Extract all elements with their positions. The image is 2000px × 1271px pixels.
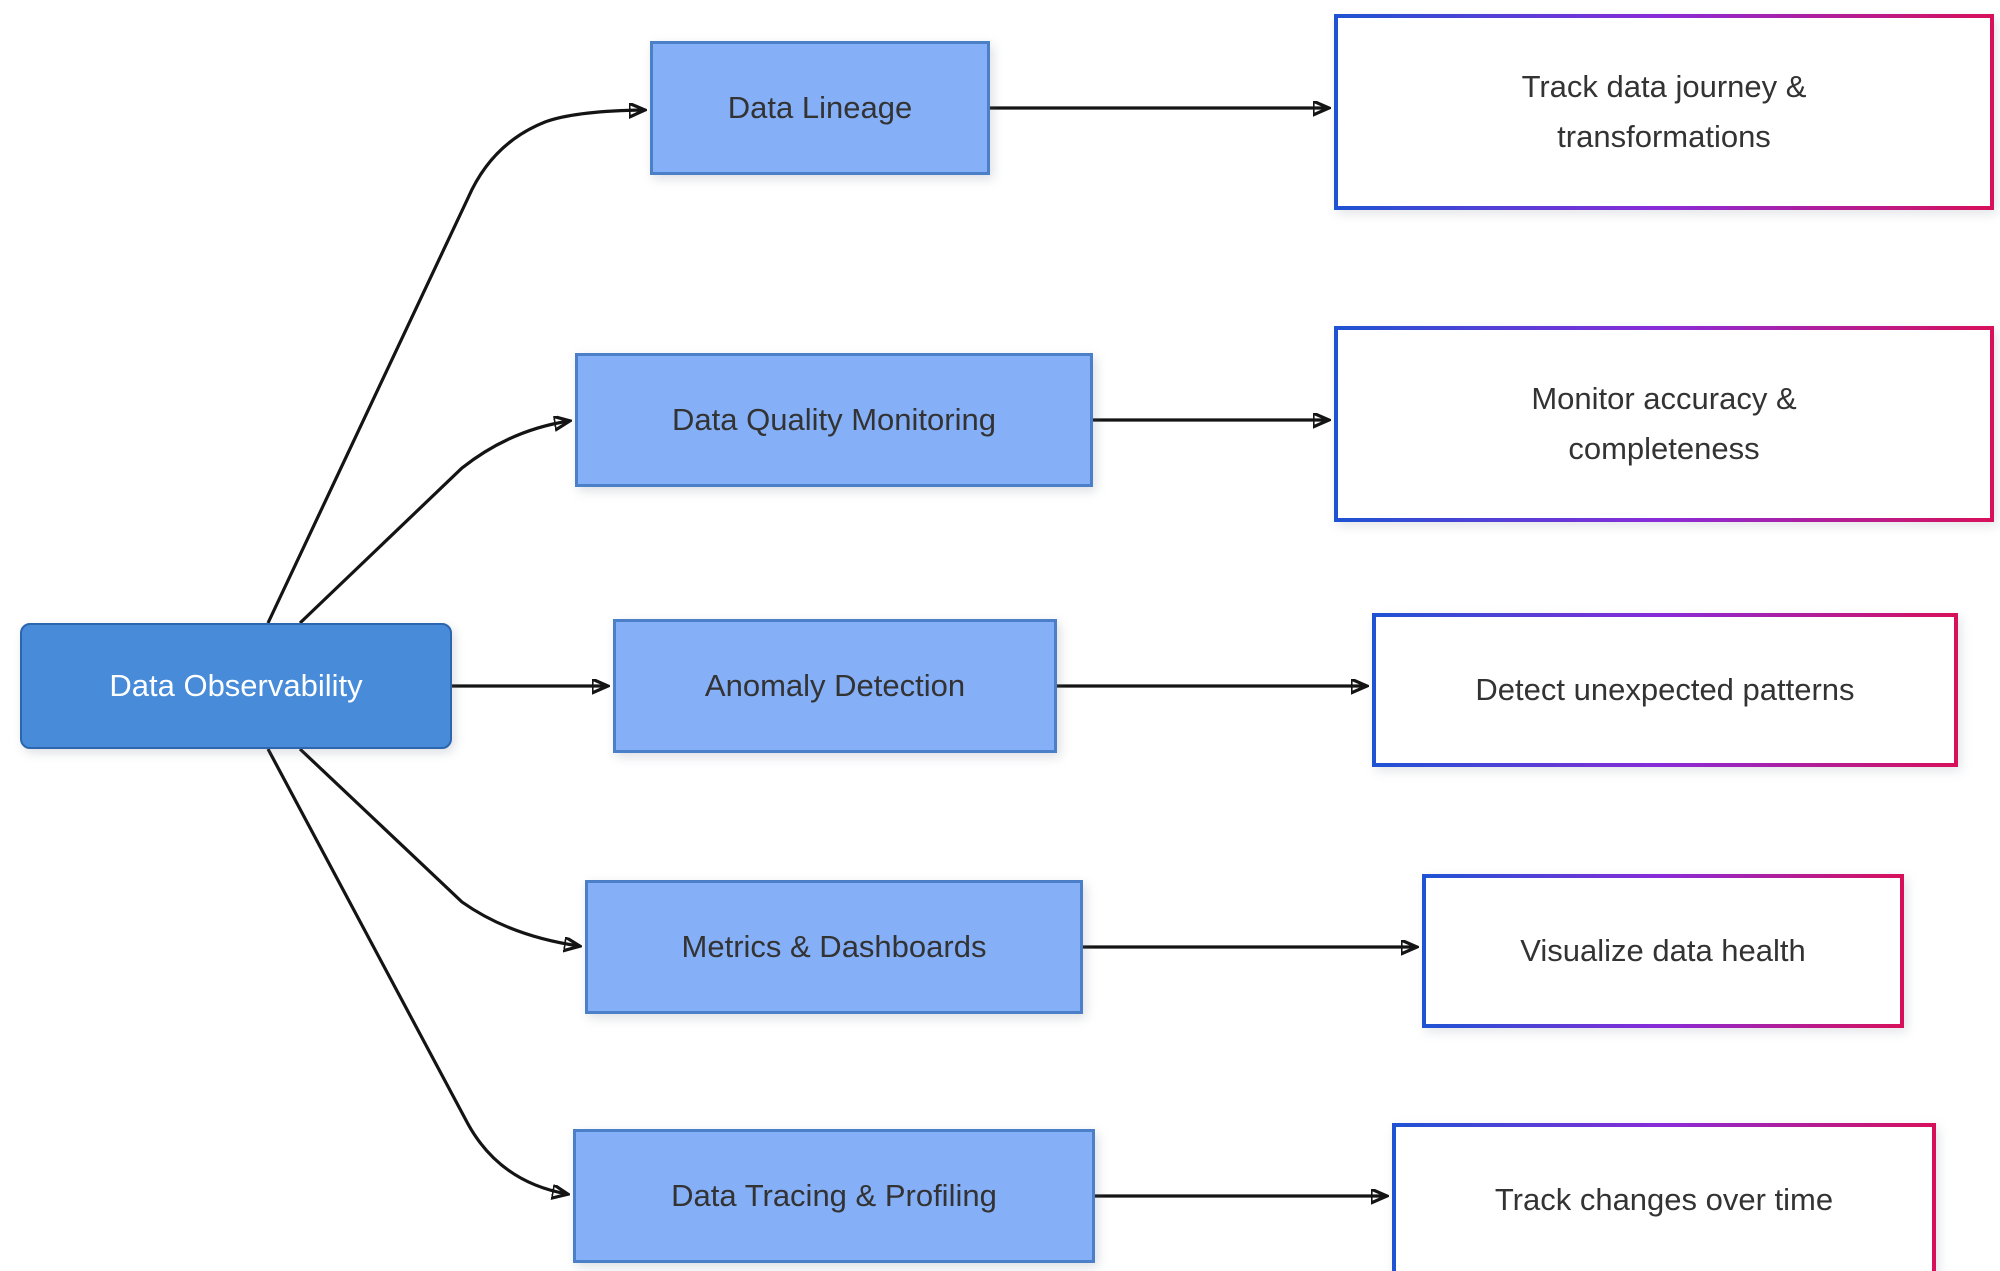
feature-node-label: Data Lineage — [727, 90, 913, 125]
feature-node-metrics-dashboards: Metrics & Dashboards — [585, 880, 1083, 1014]
description-node-label: Track data journey & transformations — [1521, 69, 1807, 154]
description-node-label: Track changes over time — [1494, 1182, 1834, 1218]
root-node-data-observability: Data Observability — [20, 623, 452, 749]
description-node-label: Detect unexpected patterns — [1475, 672, 1855, 708]
description-node-label: Monitor accuracy & completeness — [1531, 381, 1797, 466]
description-node-monitor-accuracy: Monitor accuracy & completeness — [1334, 326, 1994, 522]
edge-root-to-metrics-dashboards — [298, 747, 579, 946]
feature-node-label: Data Quality Monitoring — [672, 402, 996, 437]
feature-node-label: Anomaly Detection — [704, 668, 966, 703]
root-node-label: Data Observability — [109, 668, 363, 703]
description-node-label: Visualize data health — [1520, 933, 1806, 969]
feature-node-label: Data Tracing & Profiling — [671, 1178, 997, 1213]
edge-root-to-data-quality-monitoring — [298, 421, 569, 625]
description-node-track-changes-over-time: Track changes over time — [1392, 1123, 1936, 1271]
description-node-visualize-data-health: Visualize data health — [1422, 874, 1904, 1028]
description-node-track-data-journey: Track data journey & transformations — [1334, 14, 1994, 210]
feature-node-data-tracing-profiling: Data Tracing & Profiling — [573, 1129, 1095, 1263]
description-node-detect-unexpected-patterns: Detect unexpected patterns — [1372, 613, 1958, 767]
feature-node-anomaly-detection: Anomaly Detection — [613, 619, 1057, 753]
edge-root-to-data-tracing-profiling — [266, 748, 567, 1194]
feature-node-data-lineage: Data Lineage — [650, 41, 990, 175]
feature-node-data-quality-monitoring: Data Quality Monitoring — [575, 353, 1093, 487]
feature-node-label: Metrics & Dashboards — [681, 929, 987, 964]
